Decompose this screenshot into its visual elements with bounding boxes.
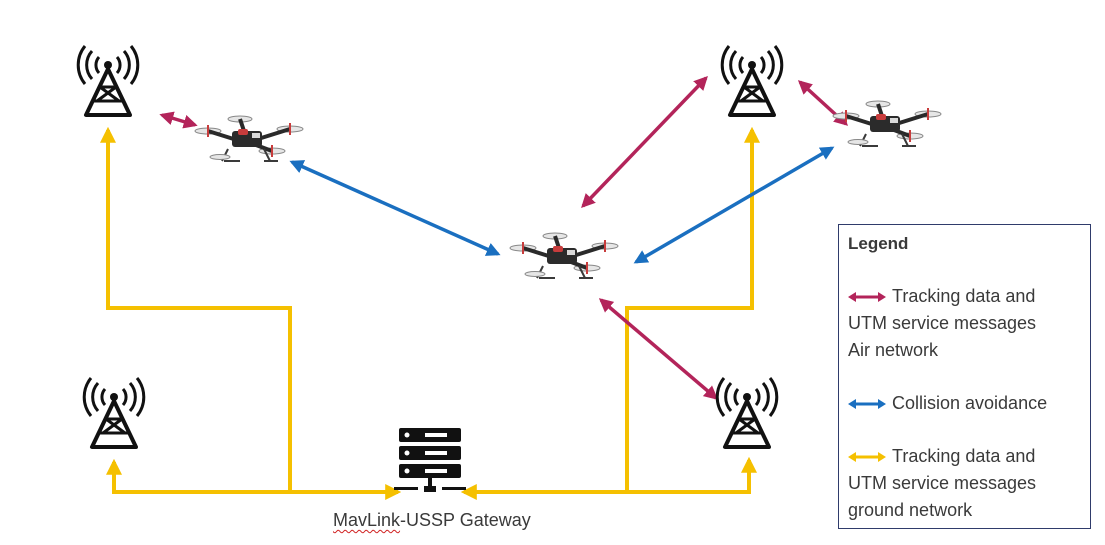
collision-link-left xyxy=(289,160,501,256)
air-link-left xyxy=(159,111,198,129)
legend-air-line1: Tracking data and xyxy=(892,286,1036,306)
gateway-label-part2: -USSP Gateway xyxy=(400,510,531,530)
ground-link-tower-bottom-right xyxy=(627,456,757,494)
drone-icon xyxy=(508,231,620,280)
crimson-double-arrow-icon xyxy=(848,292,886,303)
air-network-links xyxy=(159,75,849,400)
ground-link-tower-bottom-left xyxy=(106,458,290,494)
legend-air-line3: Air network xyxy=(848,340,939,360)
gateway-label-part1: MavLink xyxy=(333,510,401,530)
server-icon xyxy=(394,428,466,492)
legend-entry-collision: Collision avoidance xyxy=(848,390,1047,417)
cell-tower-icon xyxy=(715,376,779,449)
legend-box: Legend Tracking data and UTM service mes… xyxy=(838,224,1091,529)
legend-entry-air-network: Tracking data and UTM service messages A… xyxy=(848,283,1036,364)
drone-icon xyxy=(831,99,943,148)
legend-ground-line1: Tracking data and xyxy=(892,446,1036,466)
blue-double-arrow-icon xyxy=(848,399,886,410)
cell-tower-icon xyxy=(82,376,146,449)
ground-link-tower-top-left xyxy=(100,126,292,492)
cell-tower-icon xyxy=(76,44,140,117)
cell-tower-icon xyxy=(720,44,784,117)
legend-entry-ground-network: Tracking data and UTM service messages g… xyxy=(848,443,1036,524)
legend-air-line2: UTM service messages xyxy=(848,313,1037,333)
drone-icon xyxy=(193,114,305,163)
legend-collision-line1: Collision avoidance xyxy=(892,393,1048,413)
legend-ground-line3: ground network xyxy=(848,500,973,520)
air-link-center-up xyxy=(581,75,708,209)
gateway-label: MavLink-USSP Gateway xyxy=(333,510,531,531)
legend-title: Legend xyxy=(848,234,909,253)
air-link-center-down xyxy=(598,298,719,400)
collision-link-right xyxy=(633,146,835,264)
legend-ground-line2: UTM service messages xyxy=(848,473,1037,493)
ground-link-tower-top-right xyxy=(625,126,760,492)
collision-avoidance-links xyxy=(289,146,835,264)
yellow-double-arrow-icon xyxy=(848,452,886,463)
